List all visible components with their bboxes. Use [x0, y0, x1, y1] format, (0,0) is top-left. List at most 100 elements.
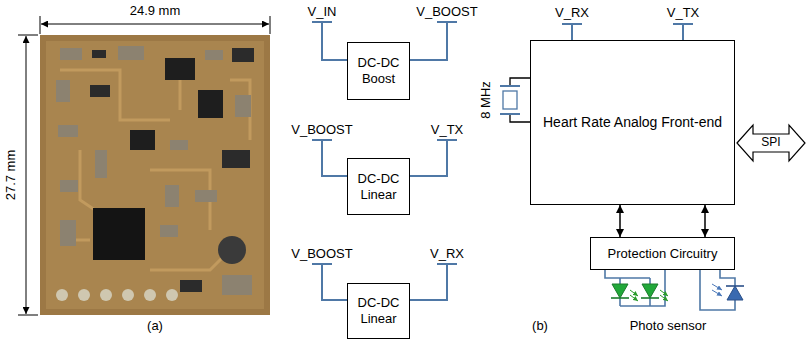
pcb-photo-part: [92, 50, 106, 58]
dimension-line-part: [270, 16, 271, 34]
pcb-photo-part: [90, 85, 110, 97]
signal-arrow: [704, 205, 706, 237]
photodiode-symbol-part: [712, 284, 722, 290]
block-label: DC-DC Linear: [352, 295, 405, 326]
pcb-photo-part: [100, 289, 112, 301]
photo-sensor-wiring-part: [619, 298, 621, 306]
led-symbol-part: [660, 295, 668, 301]
signal-label: V_RX: [555, 5, 589, 21]
power-wire-part: [571, 24, 573, 40]
signal-label: (a): [147, 318, 163, 334]
block-label: DC-DC Linear: [352, 171, 405, 202]
pcb-photo-part: [144, 289, 156, 301]
signal-label: V_TX: [667, 5, 700, 21]
signal-label: SPI: [761, 135, 780, 149]
pcb-photo-part: [198, 90, 223, 118]
dimension-line-part: [18, 35, 38, 36]
crystal-symbol-part: [510, 114, 530, 122]
dimension-line-part: [41, 24, 269, 25]
block-label: Heart Rate Analog Front-end: [543, 114, 722, 131]
pcb-photo-part: [118, 46, 144, 60]
bus-arrow-part: [737, 125, 805, 161]
crystal-symbol-part: [503, 91, 517, 109]
pcb-photo-part: [166, 289, 178, 301]
crystal-symbol-part: [500, 85, 520, 87]
dimension-line: [18, 16, 270, 315]
signal-label: Photo sensor: [630, 318, 707, 334]
photo-sensor-wiring-part: [649, 278, 651, 284]
pcb-photo-part: [205, 50, 223, 60]
photo-sensor-wiring-part: [620, 270, 665, 306]
photo-sensor-wiring-part: [605, 270, 650, 278]
photo-sensor-wiring-part: [649, 298, 651, 306]
pcb-photo-part: [56, 80, 70, 102]
bus-arrow: [737, 125, 805, 161]
pcb-photo: [40, 35, 270, 315]
photo-sensor-wiring: [605, 270, 735, 310]
pcb-photo-part: [60, 60, 250, 270]
pcb-photo-part: [165, 58, 195, 80]
power-wire-part: [410, 140, 447, 176]
power-wire-part: [410, 22, 447, 60]
photodiode-symbol-part: [726, 285, 744, 287]
led-symbol-part: [612, 284, 628, 298]
crystal-symbol-part: [500, 113, 520, 115]
led-symbol-part: [630, 290, 638, 296]
photo-sensor-wiring-part: [700, 270, 735, 310]
block-label: DC-DC Boost: [352, 55, 405, 86]
dimension-line-part: [40, 16, 41, 34]
led-symbol-part: [630, 295, 638, 301]
pcb-photo-part: [60, 220, 76, 246]
signal-label: V_BOOST: [291, 122, 352, 138]
dimension-label: 24.9 mm: [130, 3, 181, 19]
pcb-photo-part: [218, 236, 246, 264]
pcb-photo-part: [170, 140, 188, 150]
led-symbol-part: [641, 297, 659, 299]
pcb-photo-part: [195, 190, 217, 202]
photodiode-symbol: [712, 284, 744, 300]
pcb-photo-part: [180, 280, 202, 292]
led-symbol-part: [611, 297, 629, 299]
pcb-photo-part: [40, 35, 270, 315]
crystal-symbol: [500, 78, 530, 122]
photo-sensor-wiring-part: [720, 270, 735, 286]
pcb-photo-part: [78, 289, 90, 301]
power-wire-part: [322, 264, 347, 300]
block-box: DC-DC Linear: [347, 283, 410, 339]
dimension-line-part: [26, 36, 27, 314]
pcb-photo-part: [58, 125, 78, 137]
block-label: Protection Circuitry: [608, 246, 718, 262]
pcb-photo-part: [222, 275, 252, 295]
pcb-photo-part: [160, 225, 178, 237]
pcb-photo-part: [232, 48, 254, 62]
pcb-photo-part: [60, 48, 82, 60]
block-box: DC-DC Linear: [347, 158, 410, 215]
power-wire-part: [322, 22, 347, 60]
signal-label: (b): [532, 318, 548, 334]
power-wire-part: [682, 24, 684, 40]
dimension-label: 27.7 mm: [3, 150, 19, 201]
led-symbol-part: [660, 290, 668, 296]
pcb-photo-part: [93, 208, 145, 260]
pcb-photo-part: [95, 150, 107, 178]
pcb-photo-part: [56, 289, 68, 301]
photo-sensor-wiring-part: [619, 278, 621, 284]
dimension-line-part: [18, 315, 38, 316]
pcb-photo-part: [235, 95, 251, 117]
signal-label: V_IN: [308, 4, 337, 20]
signal-label: V_BOOST: [291, 246, 352, 262]
led-symbol-part: [642, 284, 658, 298]
dimension-label: 8 MHz: [478, 81, 494, 119]
led-symbol: [611, 284, 668, 301]
pcb-photo-part: [122, 289, 134, 301]
pcb-photo-part: [222, 150, 250, 168]
signal-label: V_RX: [430, 246, 464, 262]
power-wire-part: [410, 264, 447, 300]
photodiode-symbol-part: [727, 286, 743, 300]
signal-label: V_TX: [431, 122, 464, 138]
chip-block: Heart Rate Analog Front-end: [530, 40, 735, 205]
power-wire-part: [322, 140, 347, 176]
photodiode-symbol-part: [712, 290, 722, 296]
pcb-photo-part: [60, 180, 78, 192]
pcb-photo-part: [130, 130, 155, 150]
